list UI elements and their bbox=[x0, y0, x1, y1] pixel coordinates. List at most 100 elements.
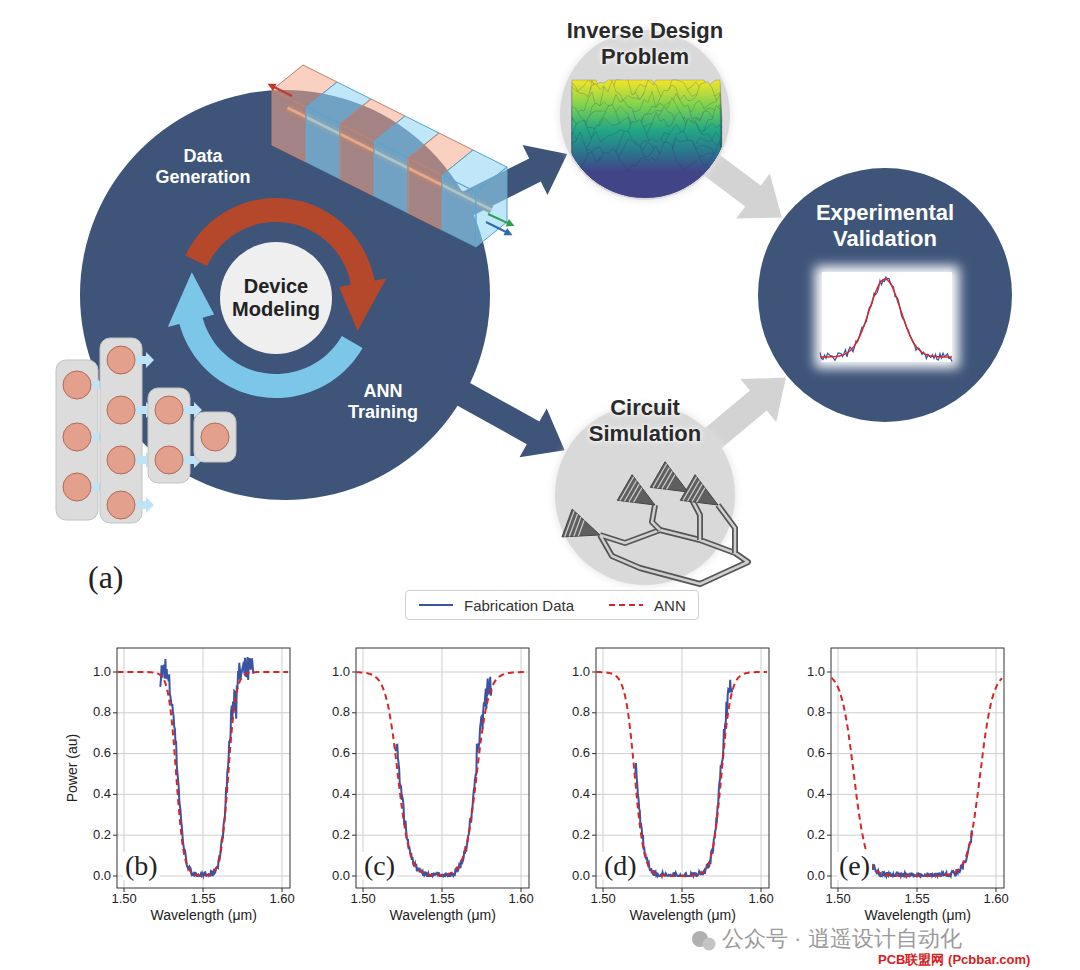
neuron bbox=[63, 473, 91, 501]
tick-mark bbox=[113, 876, 117, 877]
grid-line bbox=[521, 648, 522, 888]
port-arrow-head bbox=[268, 84, 277, 91]
tick-mark bbox=[592, 712, 596, 713]
neuron bbox=[107, 491, 135, 519]
tick-label: 0.8 bbox=[332, 705, 350, 720]
tick-label: 0.2 bbox=[93, 828, 111, 843]
grid-line bbox=[203, 648, 204, 888]
tick-label: 1.50 bbox=[351, 892, 376, 907]
device-segment bbox=[272, 90, 306, 162]
plot-frame bbox=[596, 648, 769, 888]
tick-label: 0.6 bbox=[572, 746, 590, 761]
tick-label: 0.6 bbox=[807, 746, 825, 761]
tick-mark bbox=[592, 672, 596, 673]
device-segment bbox=[476, 167, 507, 247]
legend-box: Fabrication DataANN bbox=[405, 590, 699, 620]
core-circle: Device Modeling bbox=[220, 242, 332, 354]
grating-line bbox=[683, 477, 697, 501]
plot-ground bbox=[822, 272, 952, 362]
tick-label: 1.0 bbox=[93, 665, 111, 680]
tick-label: 1.55 bbox=[191, 892, 216, 907]
device-segment bbox=[408, 158, 442, 230]
tick-label: 0.4 bbox=[93, 787, 111, 802]
tick-label: 0.2 bbox=[332, 828, 350, 843]
plot-frame bbox=[356, 648, 529, 888]
grid-line bbox=[442, 648, 443, 888]
panel-letter: (b) bbox=[123, 852, 160, 880]
neuron bbox=[63, 423, 91, 451]
tick-mark bbox=[827, 876, 831, 877]
panel-letter: (d) bbox=[602, 852, 639, 880]
port-arrow-head bbox=[504, 228, 513, 235]
grating-coupler bbox=[680, 475, 718, 505]
tick-mark bbox=[352, 876, 356, 877]
tick-label: 0.0 bbox=[332, 869, 350, 884]
tick-mark bbox=[113, 835, 117, 836]
waveguide-route bbox=[652, 505, 660, 530]
spectrum-plot bbox=[827, 648, 1004, 892]
ann-curve bbox=[596, 672, 767, 876]
waveguide-route bbox=[718, 505, 735, 553]
stage-title: Experimental Validation bbox=[795, 200, 975, 252]
ann-curve bbox=[117, 672, 288, 876]
grating-coupler bbox=[650, 462, 688, 492]
layer-block bbox=[100, 338, 142, 523]
port-arrow-head bbox=[506, 219, 515, 226]
model-curve bbox=[820, 279, 952, 357]
tick-label: 0.8 bbox=[807, 705, 825, 720]
layer-block bbox=[56, 360, 98, 520]
waveguide-route bbox=[718, 505, 735, 553]
flow-arrow bbox=[454, 381, 564, 457]
grating-coupler bbox=[562, 509, 600, 537]
tick-mark bbox=[113, 712, 117, 713]
grating-coupler bbox=[617, 475, 655, 505]
device-segment bbox=[442, 175, 476, 247]
device-segment bbox=[306, 107, 340, 179]
cycle-arrow bbox=[168, 272, 363, 398]
fabrication-curve bbox=[635, 680, 732, 876]
layer-block bbox=[194, 412, 236, 462]
grating-line bbox=[667, 475, 675, 490]
tick-mark bbox=[352, 712, 356, 713]
tick-label: 0.0 bbox=[93, 869, 111, 884]
watermark: 公众号 · 逍遥设计自动化 bbox=[722, 928, 962, 950]
tick-mark bbox=[827, 794, 831, 795]
plot-frame bbox=[117, 648, 290, 888]
waveguide-route bbox=[652, 505, 660, 530]
spectrum-plot bbox=[592, 648, 769, 892]
tick-label: 0.8 bbox=[572, 705, 590, 720]
grating-line bbox=[692, 484, 702, 502]
tick-label: 0.0 bbox=[572, 869, 590, 884]
plot-frame bbox=[831, 648, 1004, 888]
tick-mark bbox=[827, 672, 831, 673]
tick-label: 1.60 bbox=[984, 892, 1009, 907]
tick-label: 0.6 bbox=[332, 746, 350, 761]
fabrication-curve bbox=[160, 657, 253, 876]
device-segment bbox=[374, 141, 408, 213]
neuron bbox=[63, 371, 91, 399]
tick-label: 1.50 bbox=[591, 892, 616, 907]
grating-line bbox=[569, 514, 577, 537]
tick-label: 1.55 bbox=[670, 892, 695, 907]
tick-label: 1.0 bbox=[332, 665, 350, 680]
tick-label: 1.55 bbox=[430, 892, 455, 907]
grid-line bbox=[282, 648, 283, 888]
grating-line bbox=[653, 464, 667, 488]
watermark: PCB联盟网 (Pcbbar.com) bbox=[878, 952, 1030, 968]
stage-title: Circuit Simulation bbox=[565, 395, 725, 447]
axis-title: Wavelength (μm) bbox=[151, 907, 257, 923]
legend-sample bbox=[418, 599, 454, 611]
port-arrow bbox=[486, 222, 508, 233]
grid-line bbox=[761, 648, 762, 888]
plot-glow bbox=[815, 266, 959, 368]
legend-sample bbox=[608, 599, 644, 611]
waveguide-route bbox=[600, 530, 748, 584]
tick-label: 0.0 bbox=[807, 869, 825, 884]
axis-title: Power (au) bbox=[64, 734, 80, 802]
panel-letter: (c) bbox=[362, 852, 397, 880]
tick-label: 1.50 bbox=[826, 892, 851, 907]
grating-line bbox=[620, 477, 634, 501]
tick-label: 1.60 bbox=[270, 892, 295, 907]
